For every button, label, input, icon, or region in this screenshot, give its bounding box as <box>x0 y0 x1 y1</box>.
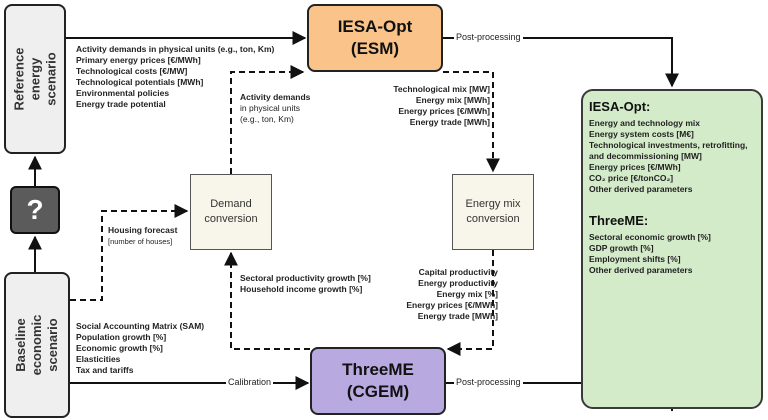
list-item: Energy trade [MWh] <box>417 311 498 321</box>
list-item: Energy trade [MWh] <box>409 117 490 127</box>
list-item: Energy mix [%] <box>436 289 498 299</box>
housing-forecast-label: Housing forecast [number of houses] <box>108 225 198 247</box>
activity-demands-line: in physical units <box>240 103 301 113</box>
list-item: Employment shifts [%] <box>589 254 681 264</box>
energy-conversion-line1: Energy mix <box>465 198 521 210</box>
list-item: Technological potentials [MWh] <box>76 77 204 87</box>
demand-conversion-line2: conversion <box>204 213 258 225</box>
threeme-subtitle: (CGEM) <box>346 382 410 401</box>
baseline-scenario-label: Baseline economic scenario <box>13 314 60 376</box>
results-iesa-title: IESA-Opt: <box>589 99 651 114</box>
list-item: Technological costs [€/MW] <box>76 66 188 76</box>
housing-forecast-unit: [number of houses] <box>108 237 173 246</box>
list-item: Tax and tariffs <box>76 365 134 375</box>
post-processing-bottom-label: Post-processing <box>454 377 523 387</box>
list-item: Sectoral economic growth [%] <box>589 232 711 242</box>
list-item: CO₂ price [€/tonCO₂] <box>589 173 674 183</box>
threeme-box: ThreeME (CGEM) <box>310 347 446 415</box>
list-item: Energy productivity <box>418 278 498 288</box>
energy-conversion-line2: conversion <box>466 213 520 225</box>
threeme-inputs-list: Capital productivity Energy productivity… <box>380 267 498 322</box>
list-item: Environmental policies <box>76 88 170 98</box>
productivity-inputs-list: Sectoral productivity growth [%] Househo… <box>240 273 400 295</box>
demand-conversion-line1: Demand <box>210 198 252 210</box>
arrow-energy-to-threeme <box>446 250 494 356</box>
list-item: Energy prices [€/MWh] <box>406 300 498 310</box>
list-item: Sectoral productivity growth [%] <box>240 273 371 283</box>
list-item: Energy prices [€/MWh] <box>589 162 681 172</box>
list-item: Technological mix [MW] <box>393 84 490 94</box>
energy-mix-conversion-box: Energy mix conversion <box>452 174 534 250</box>
iesa-outputs-list: Technological mix [MW] Energy mix [MWh] … <box>360 84 490 128</box>
housing-forecast-title: Housing forecast <box>108 225 178 235</box>
list-item: Other derived parameters <box>589 265 693 275</box>
list-item: Other derived parameters <box>589 184 693 194</box>
list-item: Energy and technology mix <box>589 118 700 128</box>
iesa-opt-box: IESA-Opt (ESM) <box>307 4 443 72</box>
arrow-iesa-to-energy <box>443 71 500 173</box>
list-item: Population growth [%] <box>76 332 167 342</box>
results-box: IESA-Opt: Energy and technology mix Ener… <box>581 89 763 409</box>
iesa-opt-subtitle: (ESM) <box>350 39 400 58</box>
post-processing-top-label: Post-processing <box>454 32 523 42</box>
list-item: Capital productivity <box>418 267 498 277</box>
arrow-housing-to-demand <box>70 204 189 301</box>
list-item: Activity demands in physical units (e.g.… <box>76 44 275 54</box>
list-item: Elasticities <box>76 354 121 364</box>
activity-demands-line: (e.g., ton, Km) <box>240 114 294 124</box>
arrow-iesa-to-results <box>443 37 679 88</box>
arrow-demand-to-iesa <box>230 65 305 174</box>
arrow-threeme-to-demand <box>224 251 310 350</box>
list-item: Energy mix [MWh] <box>415 95 490 105</box>
list-item: Energy trade potential <box>76 99 166 109</box>
reference-inputs-list: Activity demands in physical units (e.g.… <box>76 44 304 110</box>
reference-scenario-box: Reference energy scenario <box>4 4 66 154</box>
threeme-title: ThreeME <box>342 360 414 379</box>
iesa-opt-title: IESA-Opt <box>337 17 413 36</box>
unknown-box: ? <box>10 186 60 234</box>
list-item: Technological investments, retrofitting,… <box>589 140 748 161</box>
baseline-scenario-box: Baseline economic scenario <box>4 272 70 418</box>
results-threeme-title: ThreeME: <box>589 213 649 228</box>
reference-scenario-label: Reference energy scenario <box>11 47 58 111</box>
list-item: Energy system costs [M€] <box>589 129 694 139</box>
activity-demands-line: Activity demands <box>240 92 311 102</box>
list-item: Household income growth [%] <box>240 284 363 294</box>
demand-conversion-box: Demand conversion <box>190 174 272 250</box>
list-item: Social Accounting Matrix (SAM) <box>76 321 205 331</box>
list-item: GDP growth [%] <box>589 243 654 253</box>
baseline-inputs-list: Social Accounting Matrix (SAM) Populatio… <box>76 321 246 376</box>
activity-demands-label: Activity demands in physical units (e.g.… <box>240 92 330 125</box>
list-item: Economic growth [%] <box>76 343 163 353</box>
calibration-label: Calibration <box>226 377 274 387</box>
list-item: Primary energy prices [€/MWh] <box>76 55 201 65</box>
list-item: Energy prices [€/MWh] <box>398 106 490 116</box>
unknown-label: ? <box>26 194 44 225</box>
